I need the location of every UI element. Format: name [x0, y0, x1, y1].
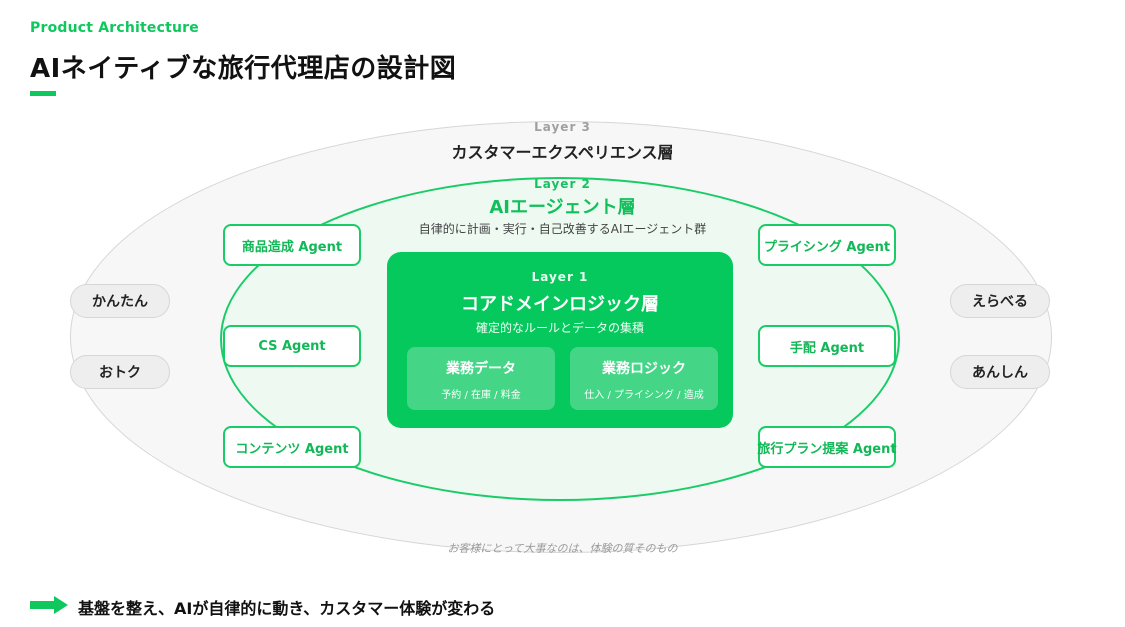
block-title: 業務データ — [446, 361, 516, 377]
agent-content: コンテンツ Agent — [223, 426, 361, 468]
value-pill-safe: あんしん — [950, 355, 1050, 389]
value-pill-deal: おトク — [70, 355, 170, 389]
title-underline — [30, 91, 56, 96]
layer3-tag: Layer 3 — [534, 120, 591, 134]
business-logic-block: 業務ロジック 仕入 / プライシング / 造成 — [570, 347, 718, 410]
layer2-title: AIエージェント層 — [489, 197, 636, 218]
page-title: AIネイティブな旅行代理店の設計図 — [30, 54, 457, 84]
layer1-tag: Layer 1 — [531, 270, 589, 284]
layer1-title: コアドメインロジック層 — [461, 294, 659, 315]
block-title: 業務ロジック — [602, 361, 686, 377]
agent-travel-plan: 旅行プラン提案 Agent — [757, 426, 897, 468]
layer1-description: 確定的なルールとデータの集積 — [475, 321, 644, 335]
layer2-description: 自律的に計画・実行・自己改善するAIエージェント群 — [418, 222, 707, 236]
agent-arrangement: 手配 Agent — [758, 325, 896, 367]
agent-cs: CS Agent — [223, 325, 361, 367]
footer-tagline: 基盤を整え、AIが自律的に動き、カスタマー体験が変わる — [78, 599, 496, 618]
block-description: 仕入 / プライシング / 造成 — [584, 390, 704, 401]
layer3-caption: お客様にとって大事なのは、体験の質そのもの — [447, 542, 678, 555]
business-data-block: 業務データ 予約 / 在庫 / 料金 — [407, 347, 555, 410]
agent-product-creation: 商品造成 Agent — [223, 224, 361, 266]
right-arrow-icon — [30, 596, 68, 614]
layer3-title: カスタマーエクスペリエンス層 — [451, 143, 674, 162]
block-description: 予約 / 在庫 / 料金 — [441, 390, 521, 401]
value-pill-choice: えらべる — [950, 284, 1050, 318]
layer2-tag: Layer 2 — [534, 177, 591, 191]
eyebrow-label: Product Architecture — [30, 20, 199, 36]
layer1-core-box: Layer 1 コアドメインロジック層 確定的なルールとデータの集積 業務データ… — [387, 252, 733, 428]
value-pill-easy: かんたん — [70, 284, 170, 318]
agent-pricing: プライシング Agent — [758, 224, 896, 266]
